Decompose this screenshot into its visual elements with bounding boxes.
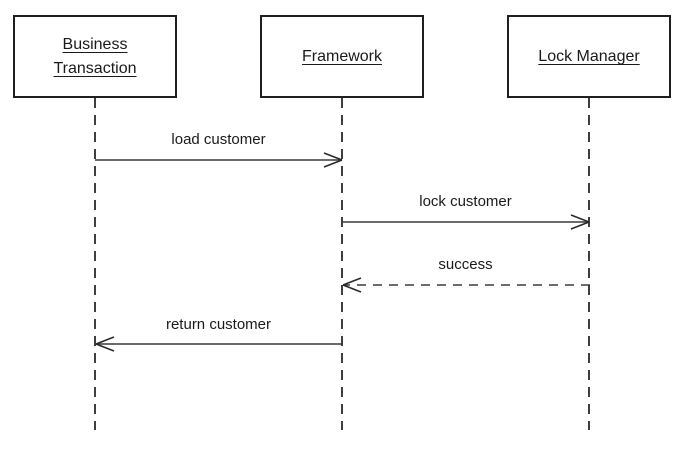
actor-box-business-transaction: Business Transaction	[13, 15, 177, 98]
actor-label-lock-manager: Lock Manager	[538, 47, 640, 65]
actor-box-framework: Framework	[260, 15, 424, 98]
actor-label-business-transaction: Business Transaction	[53, 36, 137, 77]
message-label-success: success	[438, 256, 493, 273]
message-arrow-return-customer	[95, 336, 343, 352]
arrowhead-right-icon	[323, 152, 343, 168]
lifeline-lock-manager	[588, 98, 590, 430]
arrowhead-left-icon	[95, 336, 115, 352]
actor-label-framework: Framework	[301, 47, 382, 65]
arrowhead-left-icon	[342, 277, 362, 293]
message-label-load-customer: load customer	[171, 131, 266, 148]
message-arrow-load-customer	[95, 152, 343, 168]
actor-box-lock-manager: Lock Manager	[507, 15, 671, 98]
message-label-return-customer: return customer	[165, 316, 272, 333]
message-arrow-lock-customer	[342, 214, 590, 230]
lifeline-framework	[341, 98, 343, 430]
message-arrow-success	[342, 277, 590, 293]
message-label-lock-customer: lock customer	[419, 193, 512, 210]
lifeline-business-transaction	[94, 98, 96, 430]
arrowhead-right-icon	[570, 214, 590, 230]
